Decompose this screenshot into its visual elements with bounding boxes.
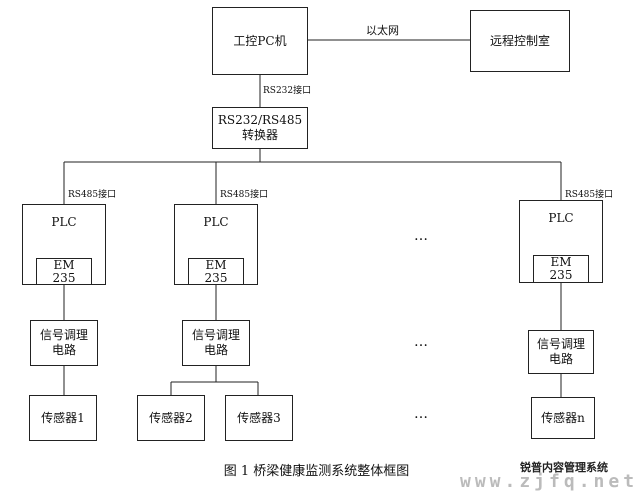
rs485-interface-label-3: RS485接口 (565, 190, 614, 200)
sensor-box-2: 传感器2 (137, 395, 205, 441)
signal-conditioning-label-3: 信号调理 电路 (536, 337, 585, 366)
industrial-pc-label: 工控PC机 (233, 33, 287, 48)
remote-control-room-label: 远程控制室 (489, 33, 550, 48)
watermark-url: www.zjfq.net (460, 471, 633, 492)
converter-box: RS232/RS485 转换器 (212, 107, 308, 149)
plc-label-2: PLC (203, 215, 229, 229)
ellipsis-sensor: … (414, 406, 429, 422)
plc-label-1: PLC (51, 215, 77, 229)
sensor-box-1: 传感器1 (29, 395, 97, 441)
em235-module-2: EM 235 (188, 258, 244, 285)
em235-module-3: EM 235 (533, 255, 589, 283)
plc-label-3: PLC (548, 211, 574, 225)
em235-label-1: EM 235 (52, 257, 76, 285)
rs485-interface-label-2: RS485接口 (220, 190, 269, 200)
signal-conditioning-box-2: 信号调理 电路 (182, 320, 250, 366)
sensor-label-3: 传感器3 (237, 410, 281, 425)
ethernet-label: 以太网 (366, 24, 399, 37)
em235-module-1: EM 235 (36, 258, 92, 285)
figure-caption: 图 1 桥梁健康监测系统整体框图 (223, 464, 410, 479)
sensor-label-1: 传感器1 (41, 410, 85, 425)
sensor-label-n: 传感器n (541, 410, 585, 425)
sensor-box-3: 传感器3 (225, 395, 293, 441)
watermark-title: 锐普内容管理系统 (520, 461, 608, 474)
rs232-interface-label: RS232接口 (263, 86, 312, 96)
remote-control-room-box: 远程控制室 (470, 10, 570, 72)
ellipsis-signal: … (414, 334, 429, 350)
signal-conditioning-box-3: 信号调理 电路 (528, 330, 594, 374)
industrial-pc-box: 工控PC机 (212, 7, 308, 75)
sensor-label-2: 传感器2 (149, 410, 193, 425)
converter-label: RS232/RS485 转换器 (217, 113, 303, 142)
signal-conditioning-label-1: 信号调理 电路 (39, 328, 88, 357)
signal-conditioning-box-1: 信号调理 电路 (30, 320, 98, 366)
em235-label-2: EM 235 (204, 257, 228, 285)
signal-conditioning-label-2: 信号调理 电路 (191, 328, 240, 357)
rs485-interface-label-1: RS485接口 (68, 190, 117, 200)
sensor-box-n: 传感器n (531, 397, 595, 439)
em235-label-3: EM 235 (549, 255, 573, 282)
ellipsis-plc: … (414, 228, 429, 244)
